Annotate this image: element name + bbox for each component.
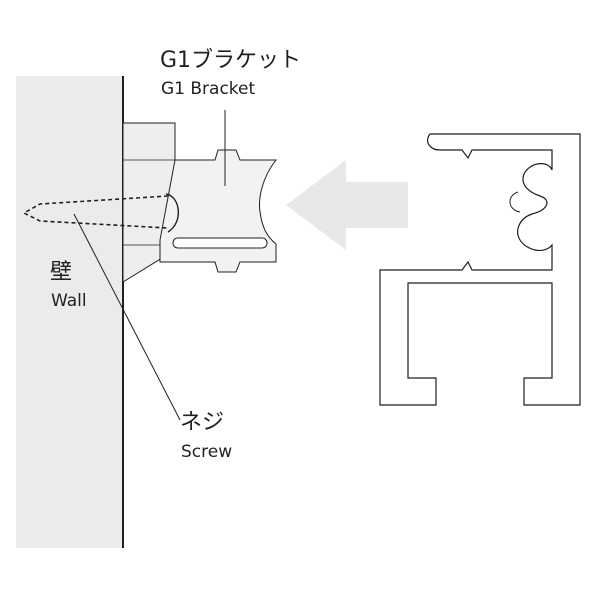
left-arrow-icon xyxy=(286,160,408,250)
screw-label-ja: ネジ xyxy=(180,410,225,435)
wall-label-en: Wall xyxy=(51,291,87,311)
wall-label-ja: 壁 xyxy=(50,260,73,285)
wall xyxy=(16,76,123,548)
bracket-label-ja: G1ブラケット xyxy=(160,48,302,73)
screw-label-en: Screw xyxy=(181,442,233,462)
rail-hook xyxy=(509,191,521,213)
screw-head xyxy=(165,193,179,233)
leader-screw xyxy=(73,213,181,421)
g1-bracket xyxy=(159,149,278,273)
screw xyxy=(22,195,169,229)
bracket-label-en: G1 Bracket xyxy=(161,79,256,99)
bracket-slot xyxy=(172,237,268,249)
rail-profile xyxy=(379,133,581,406)
